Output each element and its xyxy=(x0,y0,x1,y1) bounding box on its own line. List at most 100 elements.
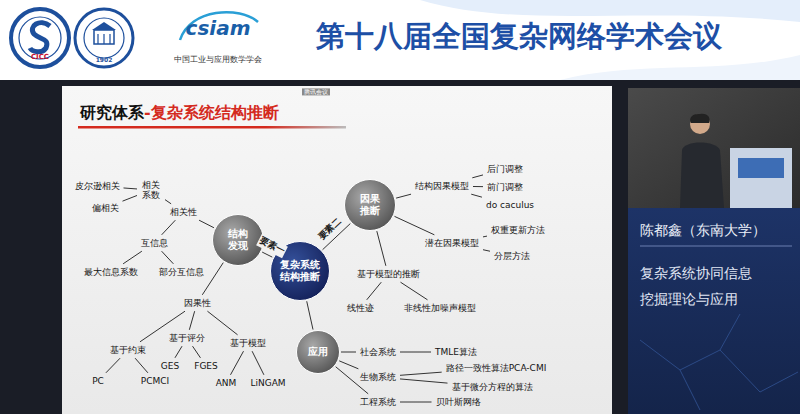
node-text: 生物系统 xyxy=(360,372,396,382)
logo-text: csiam xyxy=(186,16,251,40)
node-text: 应用 xyxy=(306,346,330,358)
connector xyxy=(473,186,483,187)
cicc-logo xyxy=(30,23,50,52)
bnu-logo xyxy=(92,22,116,30)
node-text: 分层方法 xyxy=(494,251,530,261)
header-band xyxy=(0,0,800,80)
bnu-logo xyxy=(98,34,110,44)
connector xyxy=(472,175,483,178)
connector xyxy=(202,263,223,295)
connector xyxy=(483,236,487,238)
node-text: 权重更新方法 xyxy=(491,225,545,235)
podium xyxy=(730,148,792,208)
screen-ground xyxy=(0,80,800,414)
tree-item: 社会系统 xyxy=(358,346,398,358)
connector xyxy=(252,351,264,375)
society-name: 中国工业与应用数学学会 xyxy=(174,55,262,65)
tree-item: 最大信息系数 xyxy=(82,266,140,278)
tree-item: 前门调整 xyxy=(485,181,525,193)
node-text: 社会系统 xyxy=(360,347,396,357)
node-text: 相关性 xyxy=(170,207,197,217)
talk-title: 复杂系统协同信息挖掘理论与应用 xyxy=(640,260,758,312)
tree-item: 分层方法 xyxy=(492,250,532,262)
node-text: 因果推断 xyxy=(358,193,382,217)
connector xyxy=(162,251,174,264)
node-text: 因果性 xyxy=(184,298,211,308)
tree-item: 路径一致性算法PCA-CMI xyxy=(444,362,549,374)
conference-title: 第十八届全国复杂网络学术会议 xyxy=(316,19,722,54)
speaker-video xyxy=(628,88,800,208)
node-text: 最大信息系数 xyxy=(84,267,138,277)
speaker-hair xyxy=(690,114,709,123)
bnu-logo xyxy=(84,18,124,58)
logo-year: 1902 xyxy=(96,56,113,63)
node-text: 皮尔逊相关 xyxy=(75,181,120,191)
node-text: 基于模型的推断 xyxy=(357,269,420,279)
slide xyxy=(62,86,612,414)
tree-item: 相关系数 xyxy=(139,179,163,202)
node-text: 结构因果模型 xyxy=(415,181,469,191)
connector xyxy=(175,346,182,358)
node-text: 偏相关 xyxy=(92,203,119,213)
node-text: PC xyxy=(92,376,104,386)
connector xyxy=(123,195,138,201)
node-text: 潜在因果模型 xyxy=(425,238,479,248)
node-text: 结构发现 xyxy=(226,228,250,252)
connector xyxy=(207,311,237,335)
node-text: 基于模型 xyxy=(230,338,266,348)
node-text: 路径一致性算法PCA-CMI xyxy=(446,363,547,373)
title-underline xyxy=(78,126,346,129)
tree-item: GES xyxy=(159,360,181,372)
circle-fill xyxy=(345,180,396,231)
connector xyxy=(400,372,442,375)
tree-item: 潜在因果模型 xyxy=(423,237,481,249)
connector xyxy=(106,358,120,373)
tree-item: PCMCI xyxy=(139,375,171,387)
tree-item: 后门调整 xyxy=(485,163,525,175)
node-text: TMLE算法 xyxy=(435,347,477,357)
node-text: 后门调整 xyxy=(487,164,523,174)
logo-text: CICC xyxy=(31,53,49,61)
connector xyxy=(483,250,490,252)
connector xyxy=(189,311,194,330)
tree-item: 基于模型的推断 xyxy=(355,268,422,280)
tree-item: 相关性 xyxy=(168,206,199,218)
tree-item: 基于微分方程的算法 xyxy=(450,381,535,393)
tree-item: 皮尔逊相关 xyxy=(73,180,122,192)
topic-circle: 因果推断 xyxy=(344,179,396,231)
tree-item: 部分互信息 xyxy=(157,266,206,278)
tree-item: 互信息 xyxy=(139,237,170,249)
node-text: 复杂系统结构推断 xyxy=(278,259,322,283)
node-text: PCMCI xyxy=(141,376,169,386)
circle-fill xyxy=(297,331,340,374)
connector xyxy=(165,200,171,204)
node-text: 基于约束 xyxy=(110,345,146,355)
connector xyxy=(400,282,427,300)
tree-item: 基于模型 xyxy=(228,337,268,349)
connector xyxy=(135,358,148,373)
connector xyxy=(199,220,214,228)
node-text: 贝叶斯网络 xyxy=(436,397,481,407)
tree-item: FGES xyxy=(192,360,220,372)
title-suffix: -复杂系统结构推断 xyxy=(144,103,279,122)
node-text: 前门调整 xyxy=(487,182,523,192)
tree-item: 工程系统 xyxy=(358,396,398,408)
node-text: LiNGAM xyxy=(250,378,285,388)
connector xyxy=(339,361,358,369)
node-text: 相关系数 xyxy=(141,180,161,201)
connector xyxy=(193,346,201,358)
tree-item: 权重更新方法 xyxy=(489,224,547,236)
node-text: FGES xyxy=(194,361,218,371)
speaker-head xyxy=(690,114,710,134)
bnu-logo xyxy=(75,9,133,67)
node-text: 互信息 xyxy=(141,238,168,248)
tree-item: TMLE算法 xyxy=(433,346,479,358)
speaker-name: 陈都鑫（东南大学） xyxy=(640,222,766,239)
topic-circle: 应用 xyxy=(296,330,340,374)
tree-item: 贝叶斯网络 xyxy=(434,396,483,408)
node-text: GES xyxy=(161,361,179,371)
tree-item: PC xyxy=(90,375,106,387)
podium-screen xyxy=(738,158,784,178)
tree-item: 偏相关 xyxy=(90,202,121,214)
meeting-tag: 腾讯会议 xyxy=(302,88,330,95)
